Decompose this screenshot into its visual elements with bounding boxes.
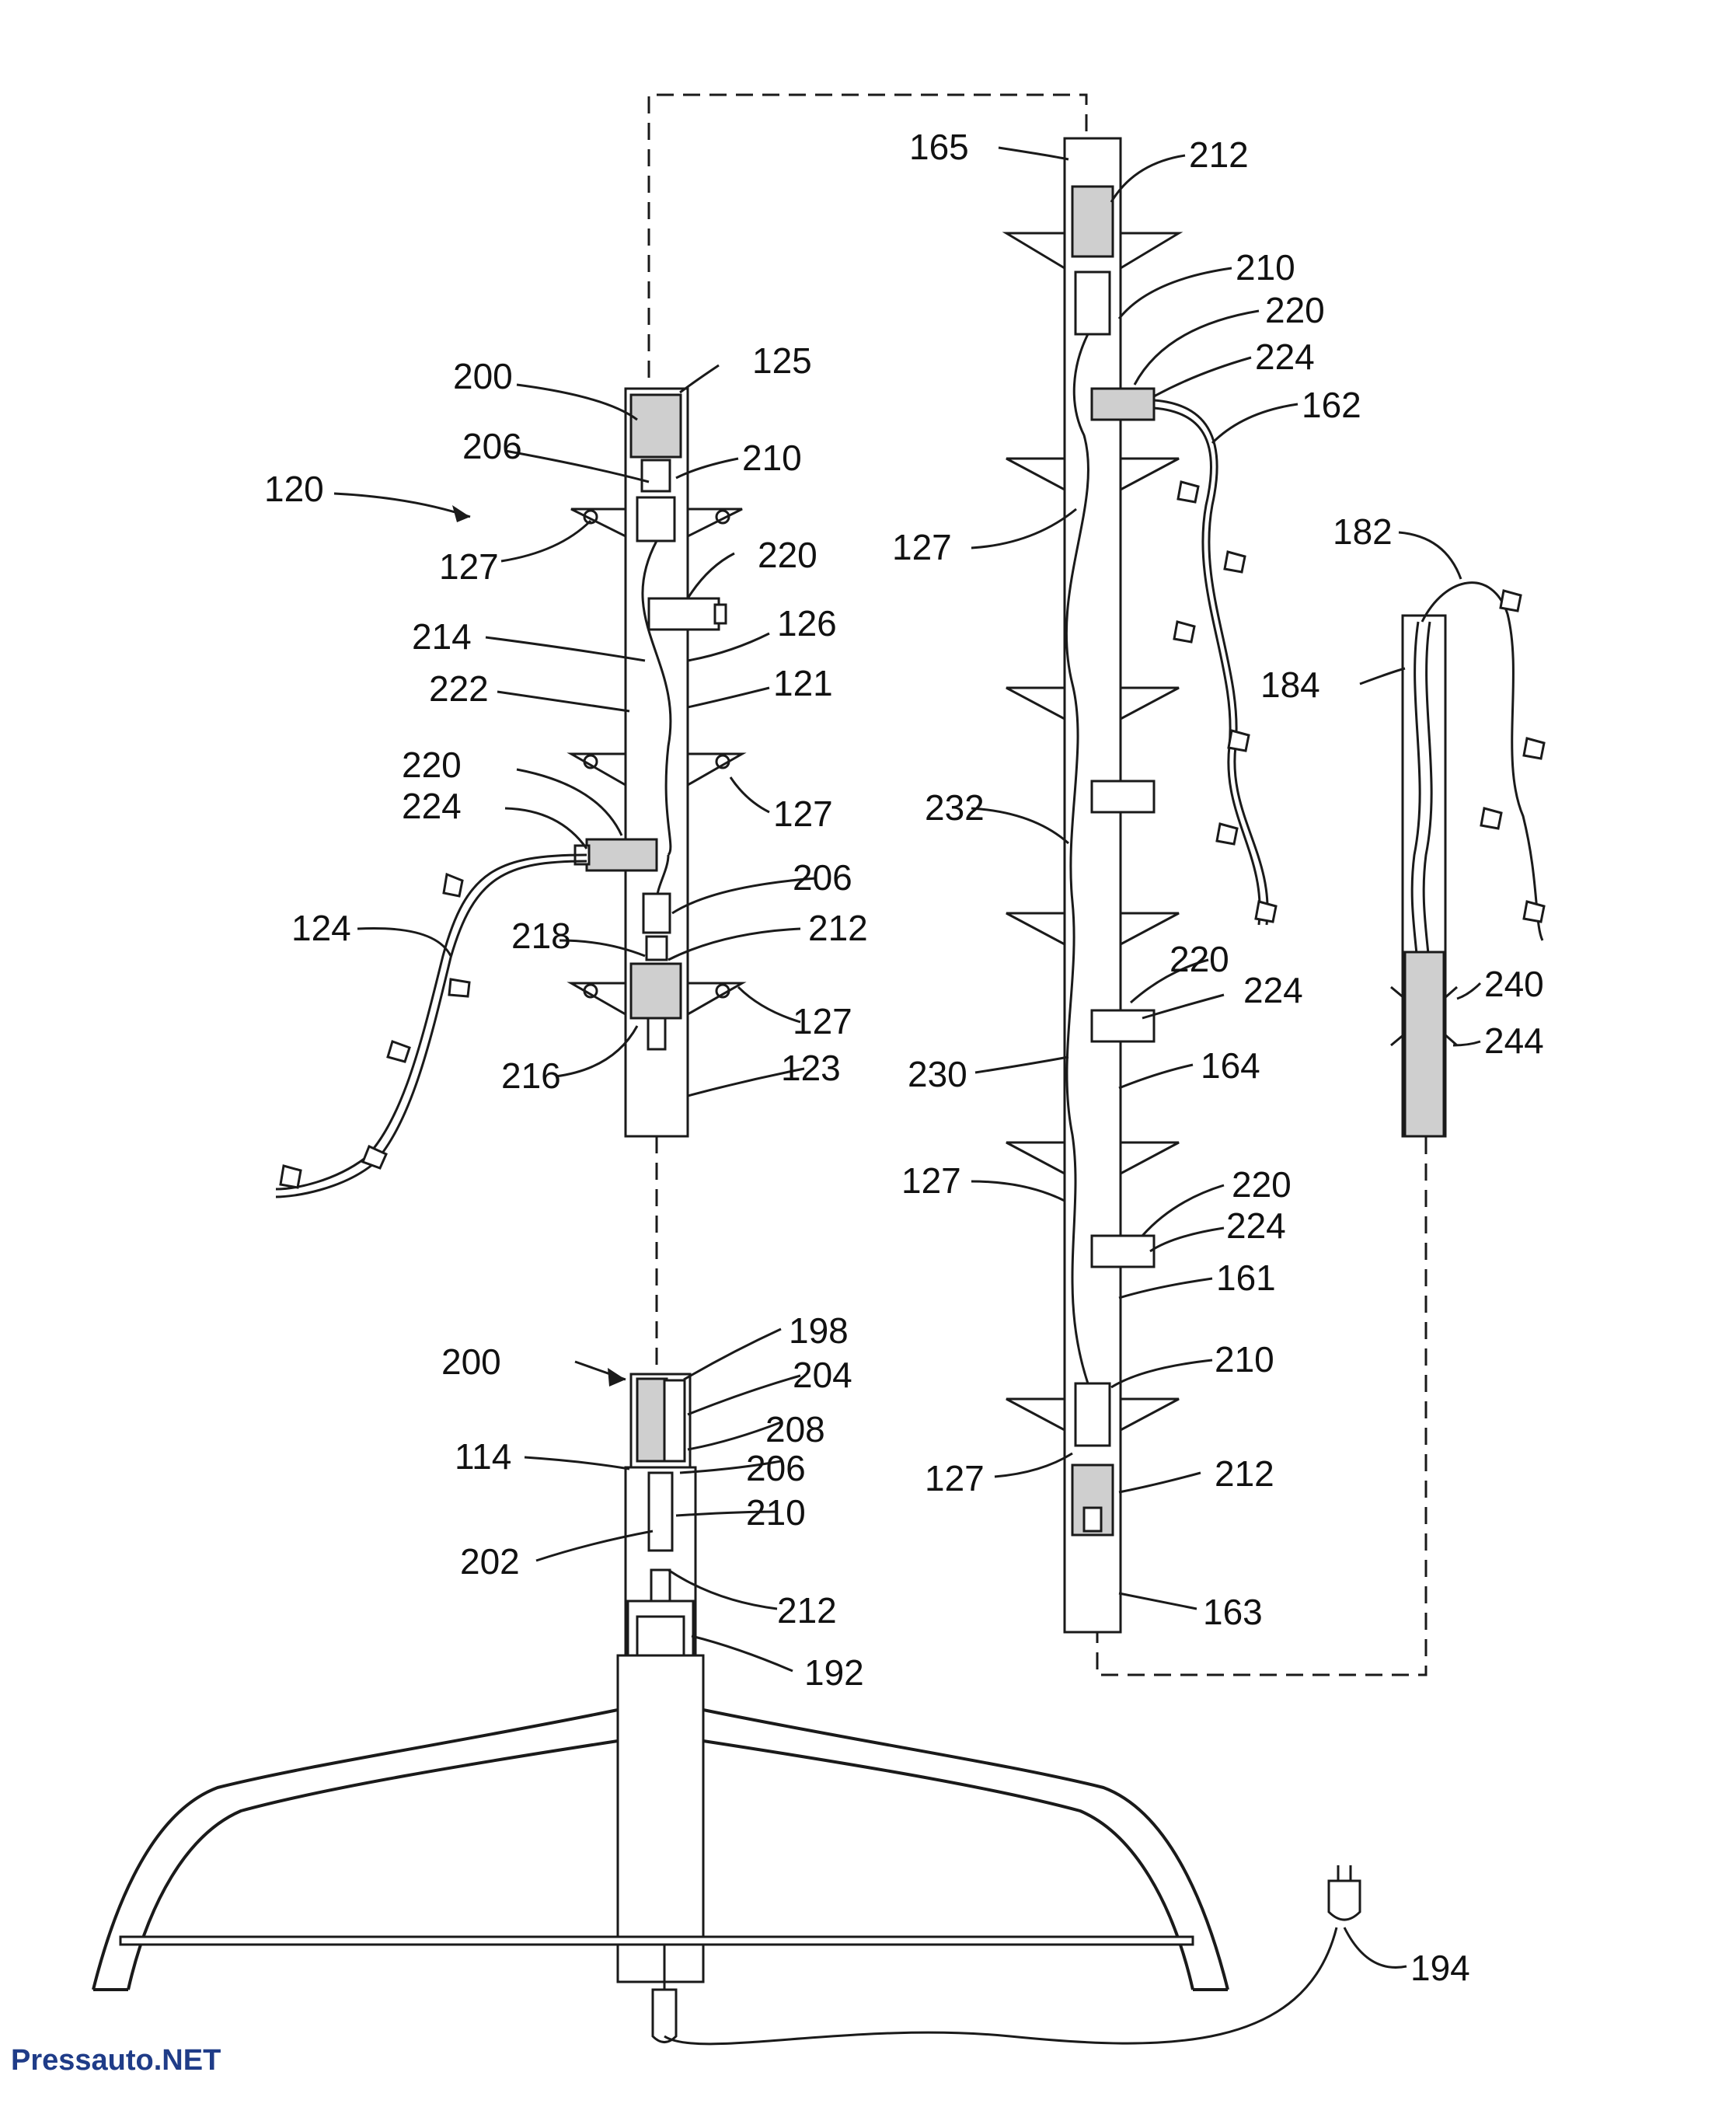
ref-161: 161: [1216, 1258, 1276, 1298]
upper-pole-section-120: [566, 387, 747, 1138]
ref-198: 198: [789, 1310, 849, 1351]
ref-194: 194: [1410, 1948, 1470, 1988]
ref-220-lower-right: 220: [1232, 1164, 1292, 1205]
ref-164: 164: [1201, 1045, 1260, 1086]
ref-220-mid-left: 220: [402, 745, 462, 785]
ref-220-top-right: 220: [1265, 290, 1325, 330]
watermark-text: Pressauto.NET: [11, 2044, 221, 2077]
ref-127-upper-right: 127: [892, 527, 952, 567]
ref-216: 216: [501, 1055, 561, 1096]
ref-240: 240: [1484, 964, 1544, 1004]
ref-244: 244: [1484, 1020, 1544, 1061]
ref-210-top-right: 210: [1236, 247, 1295, 288]
ref-163: 163: [1203, 1592, 1263, 1632]
ref-127-lower-right: 127: [925, 1458, 985, 1498]
branch-holders-right: [1002, 232, 1183, 1432]
ref-123: 123: [781, 1048, 841, 1088]
ref-206-base: 206: [746, 1448, 806, 1488]
ref-230: 230: [908, 1054, 967, 1094]
ref-162: 162: [1302, 385, 1361, 425]
ref-206-lower: 206: [793, 857, 852, 898]
dashed-connector-lines: [647, 93, 1427, 1676]
ref-184: 184: [1260, 665, 1320, 705]
ref-224-mid-right: 224: [1243, 970, 1303, 1010]
ref-114: 114: [455, 1436, 511, 1477]
ref-192: 192: [804, 1652, 864, 1693]
reference-numerals: 120 125 200 206 210 127 220 214 126 222 …: [264, 127, 1544, 1988]
ref-212-lower-left: 212: [808, 908, 868, 948]
ref-232: 232: [925, 787, 985, 828]
ref-222: 222: [429, 668, 489, 709]
ref-208: 208: [765, 1409, 825, 1449]
ref-212-top-right: 212: [1189, 134, 1249, 175]
leader-lines: [333, 146, 1482, 1969]
ref-127-mid-right: 127: [901, 1160, 961, 1201]
ref-120: 120: [264, 469, 324, 509]
ref-124: 124: [291, 908, 351, 948]
ref-121: 121: [773, 663, 833, 703]
ref-224-lower-right: 224: [1226, 1205, 1286, 1246]
ref-210-lower-right: 210: [1215, 1339, 1274, 1380]
ref-220-mid-right: 220: [1170, 939, 1229, 979]
ref-206-upper: 206: [462, 426, 522, 466]
ref-127-upper-left: 127: [439, 546, 499, 587]
ref-200-base: 200: [441, 1341, 501, 1382]
ref-182: 182: [1333, 511, 1393, 552]
ref-127-mid-left: 127: [773, 794, 833, 834]
ref-127-lower-left: 127: [793, 1001, 852, 1041]
ref-165: 165: [909, 127, 969, 167]
ref-126: 126: [777, 603, 837, 644]
tall-pole-section-161: [1002, 137, 1183, 1634]
ref-202: 202: [460, 1541, 520, 1582]
ref-210-base: 210: [746, 1492, 806, 1533]
ref-200-upper: 200: [453, 356, 513, 396]
arrow-120: [452, 505, 470, 522]
ref-224-top-right: 224: [1255, 337, 1315, 377]
tree-stand-legs: [92, 1708, 1229, 1991]
ref-220-upper: 220: [758, 535, 817, 575]
ref-125: 125: [752, 340, 812, 381]
ref-212-lower-right: 212: [1215, 1453, 1274, 1494]
light-string-162: [1153, 399, 1278, 926]
ref-210-upper: 210: [742, 438, 802, 478]
arrow-200: [608, 1368, 626, 1387]
ref-224-mid-left: 224: [402, 786, 462, 826]
base-section-114: [616, 1373, 705, 2043]
ref-214: 214: [412, 616, 472, 657]
ref-218: 218: [511, 916, 571, 956]
top-piece-184: [1390, 581, 1546, 1138]
ref-212-base: 212: [777, 1590, 837, 1631]
light-string-124: [275, 853, 587, 1198]
ref-204: 204: [793, 1355, 852, 1395]
power-cord-194: [664, 1865, 1361, 2046]
